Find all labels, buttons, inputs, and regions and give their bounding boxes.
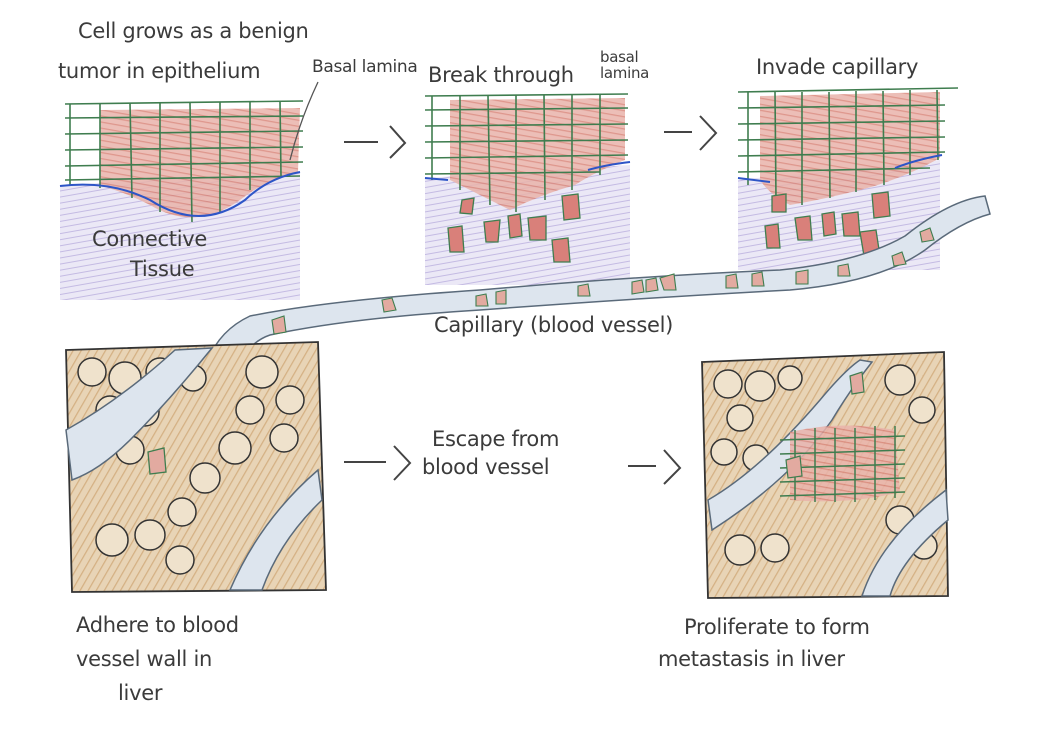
panel-invade-capillary	[737, 87, 959, 270]
arrow-1	[344, 125, 407, 159]
arrow-2	[664, 115, 718, 151]
label-prolif-line1: Proliferate to form	[684, 615, 870, 639]
label-basal-small-2: lamina	[600, 64, 650, 82]
label-basal-lamina: Basal lamina	[312, 57, 418, 77]
label-escape-line2: blood vessel	[422, 455, 550, 479]
label-adhere-line3: liver	[118, 681, 163, 705]
broken-basal-lamina-3b	[894, 154, 943, 169]
liver-vessel-4a	[65, 347, 214, 482]
label-benign-line2: tumor in epithelium	[58, 59, 261, 83]
epithelium-grid-3	[737, 87, 959, 205]
invading-cells-2	[447, 193, 581, 263]
metastasis-mass	[790, 425, 900, 502]
label-connective-line1: Connective	[92, 227, 208, 251]
label-connective-line2: Tissue	[130, 257, 195, 281]
tumor-mass-3	[760, 92, 940, 205]
adhered-cell-4	[147, 447, 167, 475]
hepatocytes-5	[710, 364, 938, 566]
basal-pointer-line	[289, 81, 319, 161]
connective-tissue-2	[425, 165, 630, 285]
basal-lamina-1	[59, 171, 301, 217]
broken-basal-lamina-3a	[737, 177, 771, 183]
label-capillary: Capillary (blood vessel)	[434, 313, 674, 337]
broken-basal-lamina-2a	[424, 177, 449, 181]
label-adhere-line2: vessel wall in	[76, 647, 212, 671]
label-break-through: Break through	[428, 63, 574, 87]
label-prolif-line2: metastasis in liver	[658, 647, 845, 671]
label-escape-line1: Escape from	[432, 427, 560, 451]
panel-break-through	[424, 93, 631, 285]
label-benign-line1: Cell grows as a benign	[78, 19, 309, 43]
epithelium-grid-1	[64, 100, 304, 223]
epithelium-grid-2	[424, 93, 629, 212]
label-invade-capillary: Invade capillary	[756, 55, 919, 79]
liver-vessel-4b	[228, 468, 323, 591]
tumor-cells-5	[785, 371, 865, 479]
label-adhere-line1: Adhere to blood	[76, 613, 239, 637]
arrow-3	[344, 445, 412, 481]
liver-vessel-5b	[860, 488, 949, 597]
panel-adhere-liver	[65, 341, 327, 593]
panel-metastasis-liver	[701, 351, 949, 599]
label-basal-small-1: basal	[600, 48, 639, 66]
panel-benign-tumor	[59, 81, 319, 300]
arrow-4	[628, 449, 682, 485]
broken-basal-lamina-2b	[587, 161, 631, 171]
